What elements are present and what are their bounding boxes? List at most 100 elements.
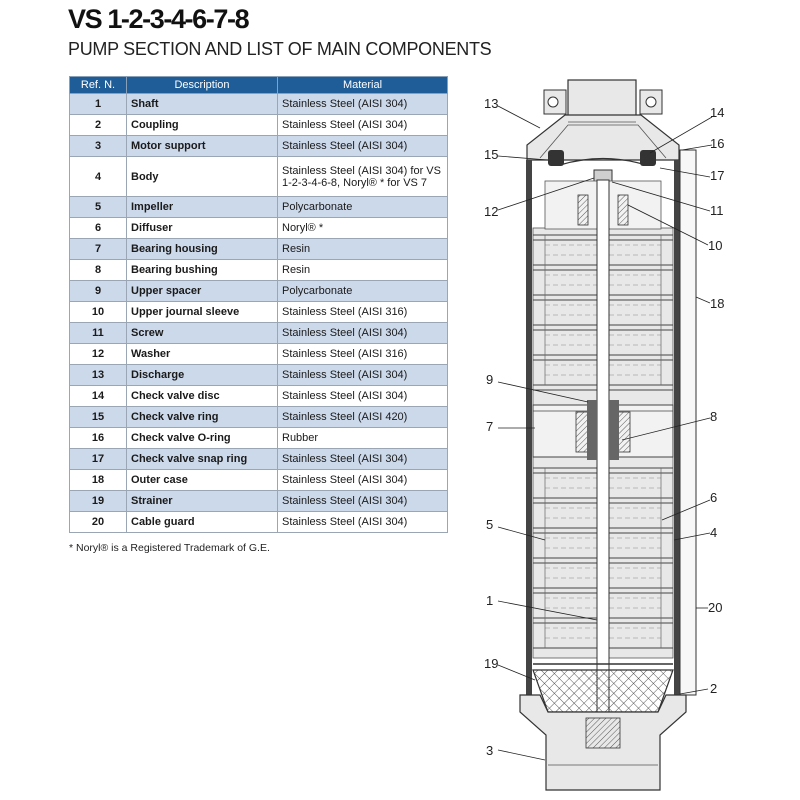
material-cell: Polycarbonate xyxy=(277,196,448,218)
description-cell: Check valve O-ring xyxy=(126,427,278,449)
ref-cell: 14 xyxy=(69,385,127,407)
callout-5: 5 xyxy=(486,517,493,532)
ref-cell: 1 xyxy=(69,93,127,115)
ref-cell: 13 xyxy=(69,364,127,386)
material-cell: Stainless Steel (AISI 316) xyxy=(277,301,448,323)
material-cell: Stainless Steel (AISI 304) xyxy=(277,135,448,157)
description-cell: Bearing housing xyxy=(126,238,278,260)
callout-14: 14 xyxy=(710,105,724,120)
pump-section-drawing: 13 14 15 16 17 12 11 10 18 9 7 8 6 5 4 1… xyxy=(484,79,724,791)
ref-cell: 2 xyxy=(69,114,127,136)
material-cell: Stainless Steel (AISI 304) for VS 1-2-3-… xyxy=(277,156,448,197)
column-header-description: Description xyxy=(126,76,278,94)
material-cell: Stainless Steel (AISI 420) xyxy=(277,406,448,428)
callout-20: 20 xyxy=(708,600,722,615)
description-cell: Coupling xyxy=(126,114,278,136)
material-cell: Stainless Steel (AISI 316) xyxy=(277,343,448,365)
description-cell: Discharge xyxy=(126,364,278,386)
callout-10: 10 xyxy=(708,238,722,253)
description-cell: Impeller xyxy=(126,196,278,218)
callout-12: 12 xyxy=(484,204,498,219)
callout-6: 6 xyxy=(710,490,717,505)
ref-cell: 5 xyxy=(69,196,127,218)
ref-cell: 16 xyxy=(69,427,127,449)
material-cell: Stainless Steel (AISI 304) xyxy=(277,511,448,533)
motor-support xyxy=(519,694,687,791)
callout-17: 17 xyxy=(710,168,724,183)
description-cell: Outer case xyxy=(126,469,278,491)
outer-case xyxy=(526,149,697,696)
description-cell: Strainer xyxy=(126,490,278,512)
ref-cell: 19 xyxy=(69,490,127,512)
material-cell: Stainless Steel (AISI 304) xyxy=(277,490,448,512)
callout-2: 2 xyxy=(710,681,717,696)
table-header-row: Ref. N. Description Material xyxy=(69,76,448,94)
description-cell: Upper journal sleeve xyxy=(126,301,278,323)
ref-cell: 9 xyxy=(69,280,127,302)
page-title: VS 1-2-3-4-6-7-8 xyxy=(68,4,250,34)
material-cell: Resin xyxy=(277,259,448,281)
material-cell: Stainless Steel (AISI 304) xyxy=(277,322,448,344)
ref-cell: 6 xyxy=(69,217,127,239)
column-header-material: Material xyxy=(277,76,448,94)
ref-cell: 10 xyxy=(69,301,127,323)
ref-cell: 20 xyxy=(69,511,127,533)
description-cell: Diffuser xyxy=(126,217,278,239)
strainer xyxy=(532,663,674,713)
material-cell: Noryl® * xyxy=(277,217,448,239)
material-cell: Stainless Steel (AISI 304) xyxy=(277,385,448,407)
ref-cell: 15 xyxy=(69,406,127,428)
material-cell: Stainless Steel (AISI 304) xyxy=(277,364,448,386)
callout-18: 18 xyxy=(710,296,724,311)
leader-lines xyxy=(497,105,713,761)
callout-8: 8 xyxy=(710,409,717,424)
callout-1: 1 xyxy=(486,593,493,608)
material-cell: Rubber xyxy=(277,427,448,449)
discharge-head xyxy=(526,79,680,187)
shaft xyxy=(587,179,619,721)
description-cell: Check valve ring xyxy=(126,406,278,428)
description-cell: Check valve disc xyxy=(126,385,278,407)
material-cell: Stainless Steel (AISI 304) xyxy=(277,448,448,470)
ref-cell: 11 xyxy=(69,322,127,344)
callout-15: 15 xyxy=(484,147,498,162)
callout-11: 11 xyxy=(710,203,724,218)
callout-13: 13 xyxy=(484,96,498,111)
ref-cell: 3 xyxy=(69,135,127,157)
ref-cell: 12 xyxy=(69,343,127,365)
description-cell: Screw xyxy=(126,322,278,344)
material-cell: Stainless Steel (AISI 304) xyxy=(277,93,448,115)
description-cell: Body xyxy=(126,156,278,197)
ref-cell: 7 xyxy=(69,238,127,260)
material-cell: Stainless Steel (AISI 304) xyxy=(277,114,448,136)
ref-cell: 4 xyxy=(69,156,127,197)
callout-16: 16 xyxy=(710,136,724,151)
description-cell: Motor support xyxy=(126,135,278,157)
material-cell: Polycarbonate xyxy=(277,280,448,302)
page-subtitle: PUMP SECTION AND LIST OF MAIN COMPONENTS xyxy=(68,39,492,59)
footnote: * Noryl® is a Registered Trademark of G.… xyxy=(69,542,270,554)
callout-labels: 13 14 15 16 17 12 11 10 18 9 7 8 6 5 4 1… xyxy=(484,96,724,758)
column-header-ref: Ref. N. xyxy=(69,76,127,94)
callout-19: 19 xyxy=(484,656,498,671)
ref-cell: 8 xyxy=(69,259,127,281)
description-cell: Bearing bushing xyxy=(126,259,278,281)
description-cell: Shaft xyxy=(126,93,278,115)
